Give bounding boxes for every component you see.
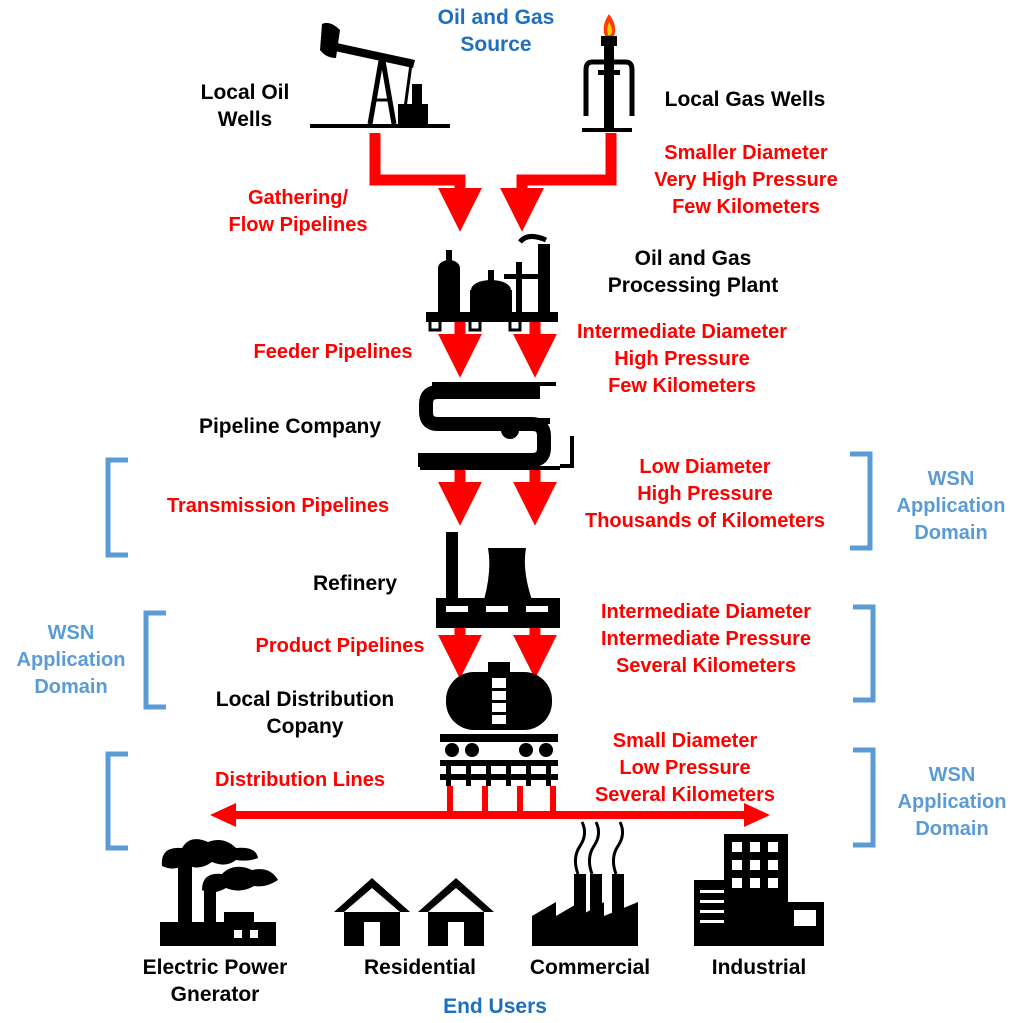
bracket-right-product	[853, 604, 876, 703]
factory-icon	[532, 821, 638, 946]
processing-plant-icon	[426, 234, 558, 332]
gathering-arrows	[369, 133, 617, 232]
product-pipelines-label: Product Pipelines	[255, 635, 425, 657]
oil-pump-jack-icon	[310, 22, 450, 128]
oil-gathering-arrow	[369, 133, 482, 232]
pipeline-company-logo-icon	[418, 382, 574, 470]
refinery-icon	[436, 532, 560, 628]
houses-icon	[334, 878, 494, 946]
end-user-commercial-label: Commercial	[529, 956, 651, 979]
distribution-double-arrow	[210, 803, 770, 827]
transmission-arrows	[438, 470, 557, 526]
gas-gathering-arrow	[500, 133, 617, 232]
end-users-heading: End Users	[443, 995, 547, 1018]
gas-well-flare-icon	[582, 14, 635, 132]
feeder-arrows	[438, 322, 557, 378]
bracket-right-distribution	[853, 747, 876, 848]
wsn-brackets	[105, 451, 876, 851]
distribution-lines-label: Distribution Lines	[215, 769, 385, 791]
transmission-pipelines-label: Transmission Pipelines	[166, 495, 390, 517]
gas-wells-label: Local Gas Wells	[664, 88, 826, 111]
feeder-pipelines-label: Feeder Pipelines	[253, 341, 413, 363]
tank-railcar-icon	[440, 662, 558, 786]
pipeline-company-label: Pipeline Company	[198, 415, 382, 438]
end-user-residential-label: Residential	[363, 956, 477, 979]
refinery-label: Refinery	[312, 572, 398, 595]
industrial-building-icon	[694, 834, 824, 946]
product-arrows	[438, 627, 557, 679]
distribution-feed-lines	[447, 786, 556, 812]
gathering-pipelines-label: Gathering/Flow Pipelines	[228, 187, 368, 236]
bracket-left-transmission	[105, 457, 128, 558]
end-user-industrial-label: Industrial	[711, 956, 807, 979]
bracket-left-distribution	[105, 751, 128, 851]
bracket-right-transmission	[850, 451, 873, 551]
bracket-left-product	[143, 610, 166, 710]
power-plant-icon	[160, 839, 278, 946]
